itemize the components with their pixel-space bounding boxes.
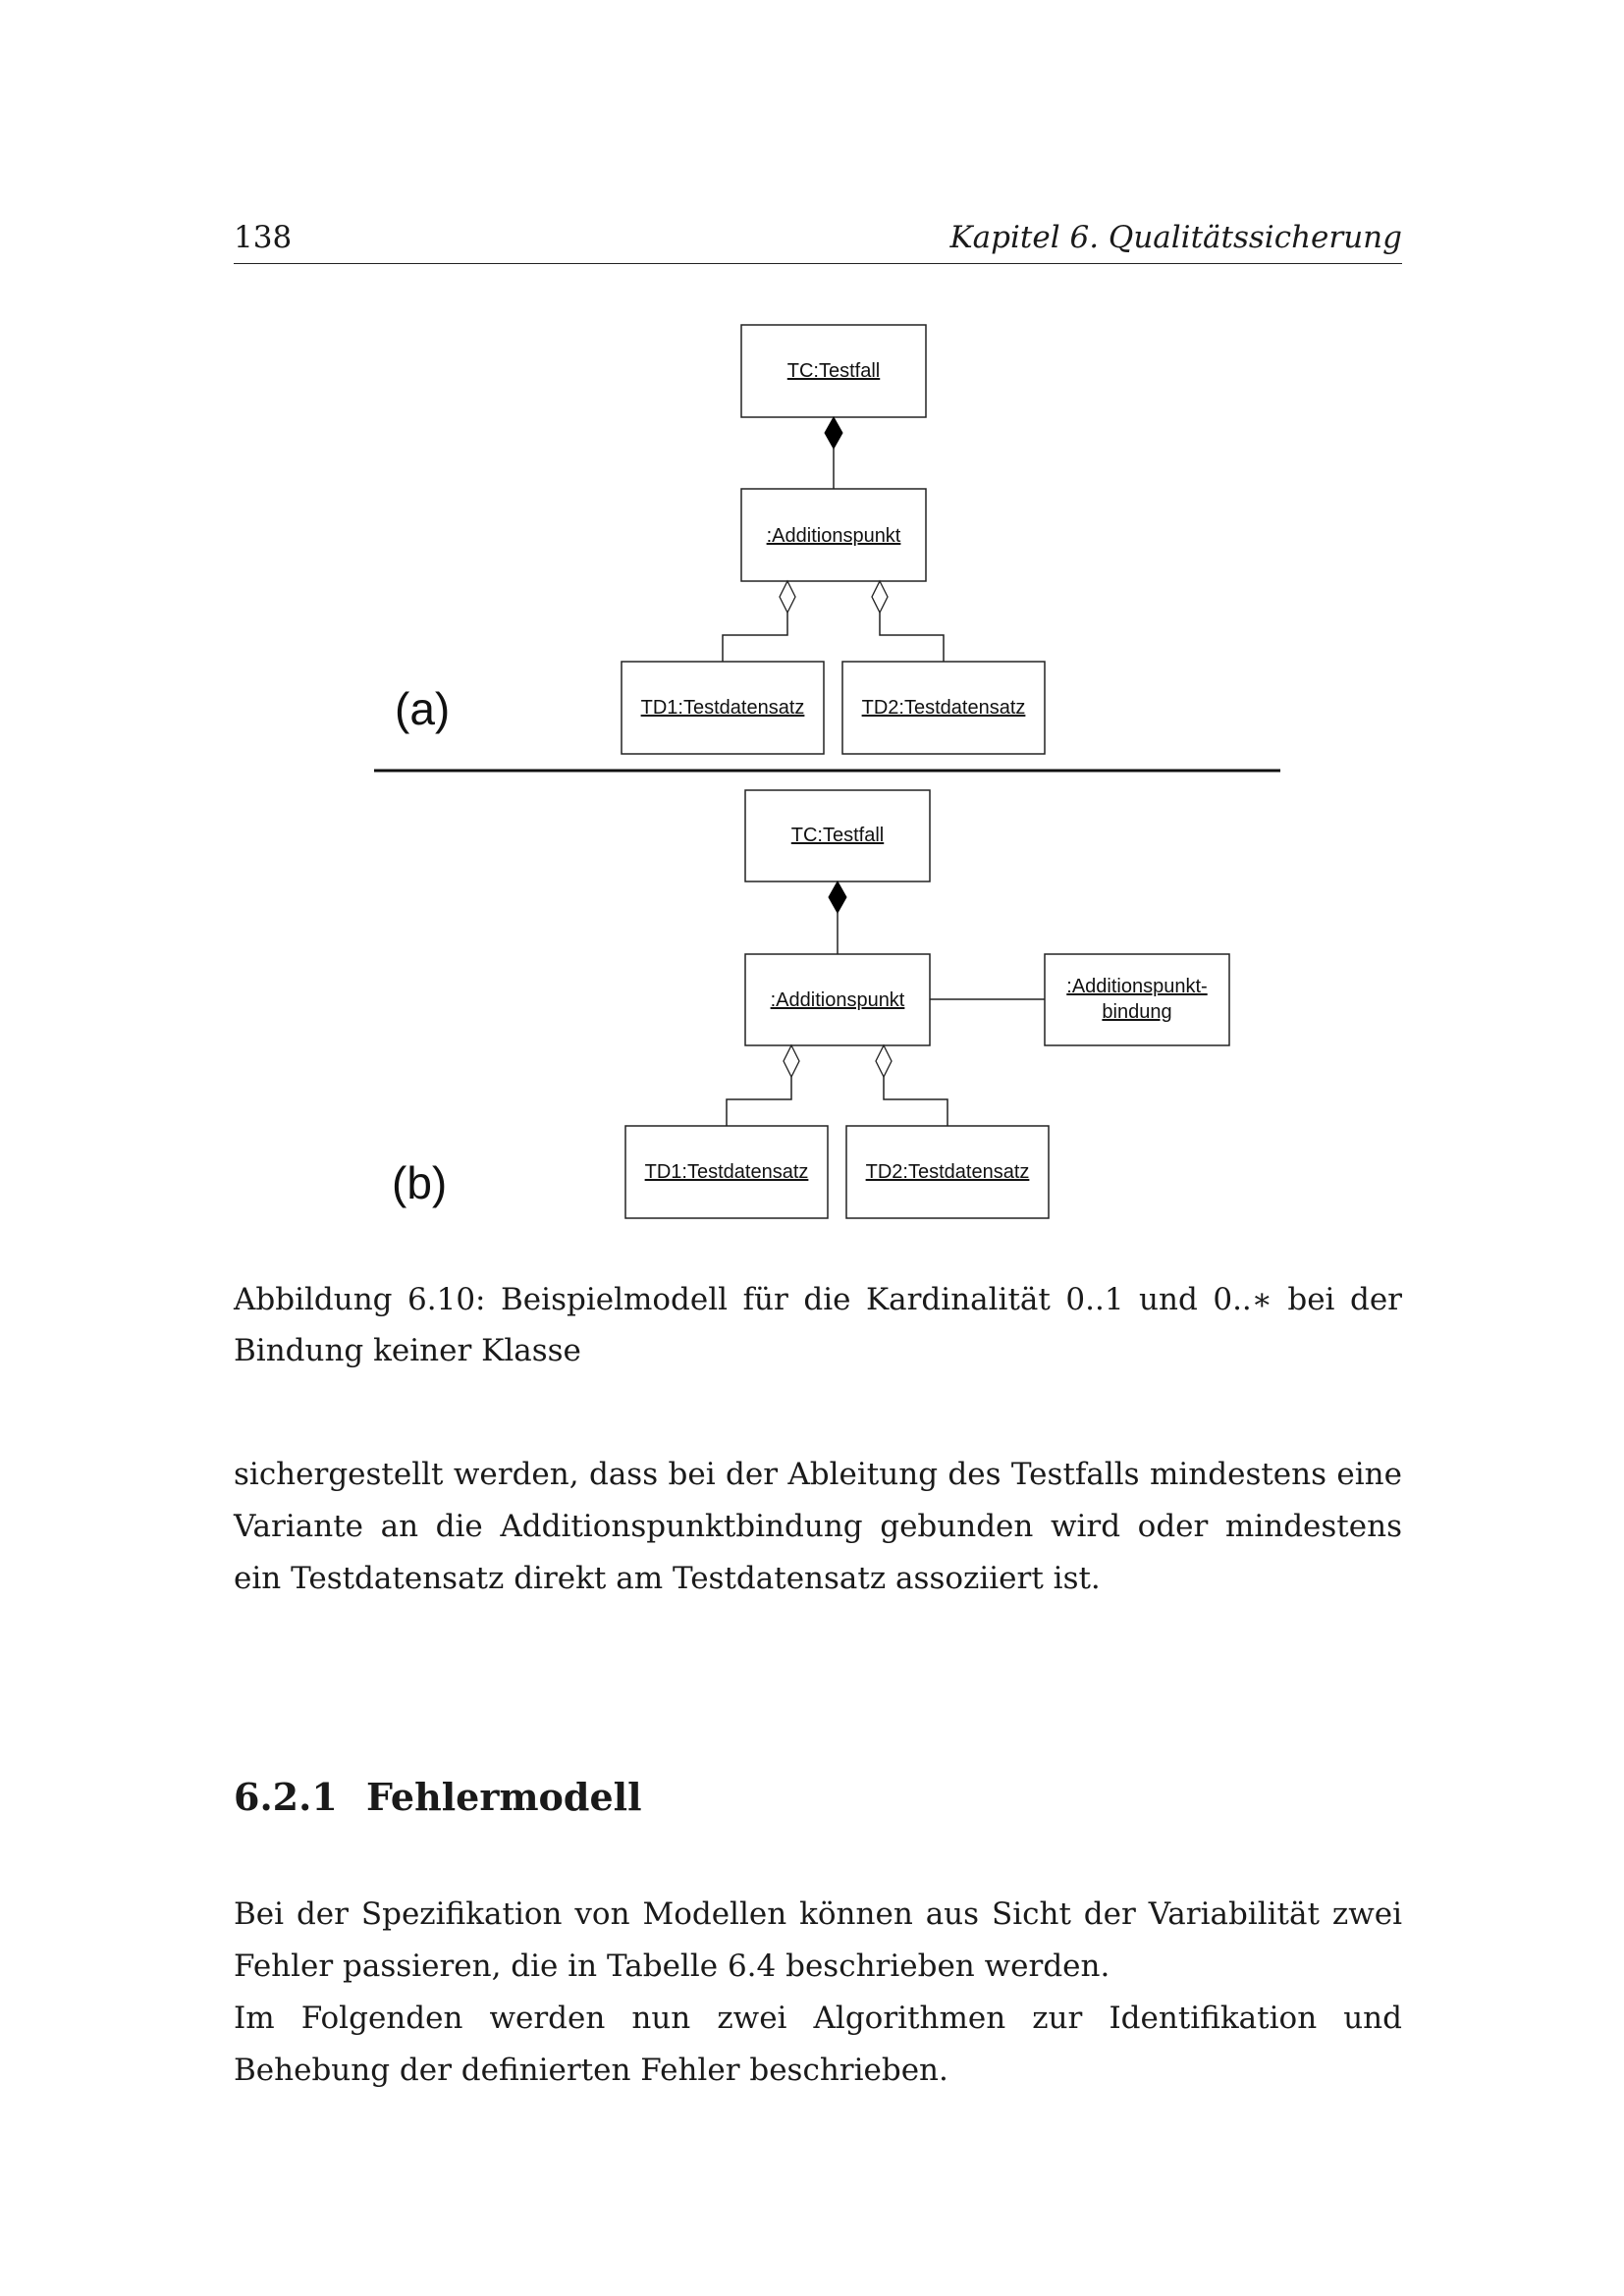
page-header: 138 Kapitel 6. Qualitätssicherung <box>234 214 1402 264</box>
box-b-bindung <box>1044 953 1230 1046</box>
composition-diamond-b <box>828 880 847 915</box>
box-b-bindung-label-line1: :Additionspunkt- <box>1066 976 1207 997</box>
panel-a-label: (a) <box>395 683 450 734</box>
aggregation-diamond-b-right <box>875 1043 893 1079</box>
section-title: Fehlermodell <box>366 1775 642 1819</box>
box-a-td1-label: TD1:Testdatensatz <box>641 697 805 719</box>
box-b-td2 <box>845 1125 1050 1219</box>
aggregation-line-b-left <box>726 1077 792 1126</box>
box-b-td1 <box>624 1125 829 1219</box>
box-a-additionspunkt <box>740 488 927 582</box>
section-heading: 6.2.1 Fehlermodell <box>234 1775 642 1819</box>
box-b-td1-label: TD1:Testdatensatz <box>645 1161 809 1183</box>
box-b-testfall <box>744 789 931 882</box>
uml-figure: TC:Testfall :Additionspunkt TD1:Testdate… <box>374 324 1280 1219</box>
box-a-testfall-label: TC:Testfall <box>787 360 880 382</box>
box-b-bindung-label-line2: bindung <box>1102 1001 1171 1023</box>
body-paragraph-3: Im Folgenden werden nun zwei Algorithmen… <box>234 2001 1402 2088</box>
running-head: Kapitel 6. Qualitätssicherung <box>949 220 1403 255</box>
page-number: 138 <box>234 220 293 255</box>
aggregation-diamond-a-left <box>779 579 796 614</box>
panel-a: TC:Testfall :Additionspunkt TD1:Testdate… <box>395 324 1046 755</box>
aggregation-diamond-b-left <box>783 1043 800 1079</box>
aggregation-diamond-a-right <box>871 579 889 614</box>
aggregation-line-b-right <box>883 1077 948 1126</box>
box-b-additionspunkt-label: :Additionspunkt <box>771 989 905 1011</box>
composition-diamond-a <box>824 415 843 451</box>
aggregation-line-a-right <box>879 613 945 662</box>
section-number: 6.2.1 <box>234 1775 338 1819</box>
panel-b-label: (b) <box>392 1157 447 1208</box>
box-b-testfall-label: TC:Testfall <box>791 825 884 846</box>
aggregation-line-a-left <box>722 613 788 662</box>
box-a-td1 <box>621 661 825 755</box>
box-a-td2-label: TD2:Testdatensatz <box>862 697 1026 719</box>
box-a-testfall <box>740 324 927 418</box>
box-b-additionspunkt <box>744 953 931 1046</box>
box-b-td2-label: TD2:Testdatensatz <box>866 1161 1030 1183</box>
box-a-td2 <box>841 661 1046 755</box>
figure-caption: Abbildung 6.10: Beispielmodell für die K… <box>234 1282 1402 1368</box>
panel-b: TC:Testfall :Additionspunkt :Additionspu… <box>392 789 1230 1219</box>
box-a-additionspunkt-label: :Additionspunkt <box>767 525 901 547</box>
body-paragraph-2: Bei der Spezifikation von Modellen könne… <box>234 1896 1402 1984</box>
body-paragraph-1: sichergestellt werden, dass bei der Able… <box>234 1457 1402 1596</box>
